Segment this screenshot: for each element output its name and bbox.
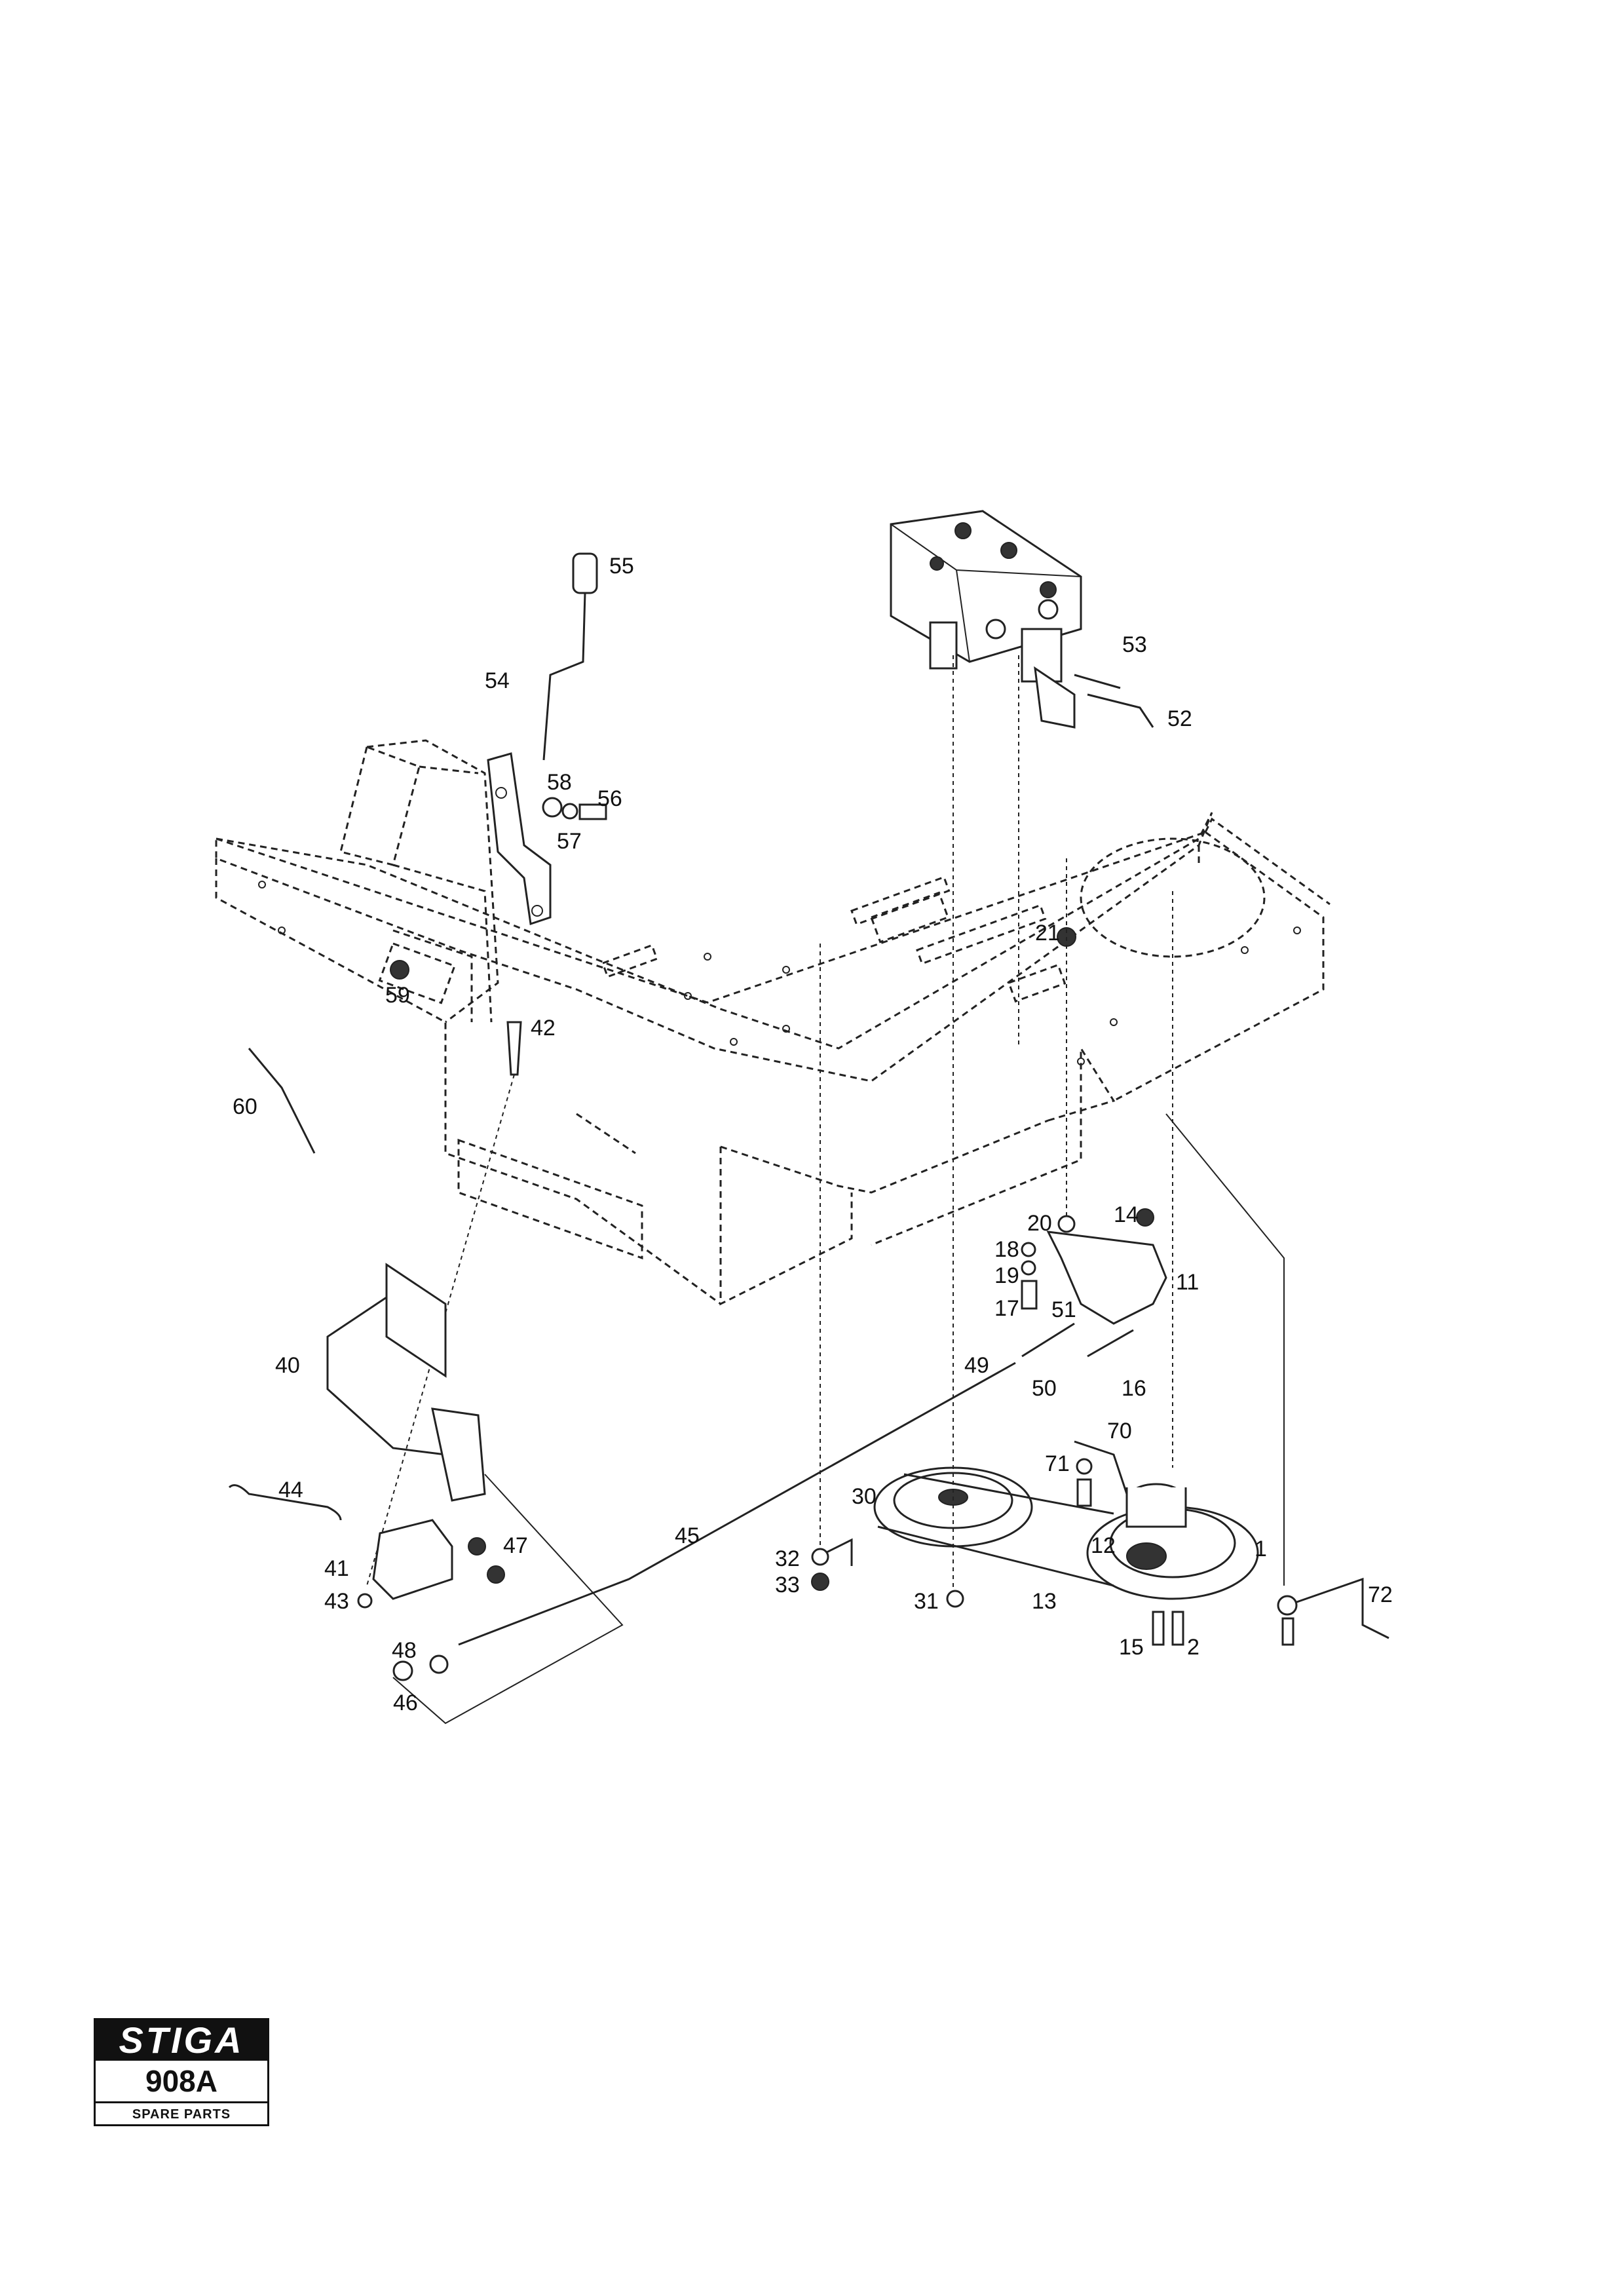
callout-labels: 72 55 54 58 56 57 59 42 60 40 44 47 41 4… [233, 554, 1393, 1715]
callout-label-40: 40 [275, 1353, 300, 1378]
washer-19 [1021, 1260, 1036, 1276]
nut-58 [542, 797, 563, 818]
callout-label-52: 52 [1167, 706, 1192, 731]
callout-label-50: 50 [1032, 1376, 1057, 1401]
bracket-72 [1287, 1577, 1389, 1639]
screw-15 [1152, 1611, 1165, 1646]
callout-label-21: 21 [1035, 921, 1060, 945]
callout-label-48: 48 [392, 1638, 417, 1663]
shift-rod [1087, 693, 1154, 728]
screw-2 [1171, 1611, 1184, 1646]
nut-43 [357, 1593, 373, 1609]
nut-59 [390, 960, 409, 980]
rod-45 [458, 1362, 1016, 1646]
transmission [890, 510, 1082, 729]
nut-33 [811, 1573, 829, 1591]
callout-label-12: 12 [1091, 1533, 1116, 1558]
callout-label-15: 15 [1119, 1635, 1144, 1660]
callout-label-55: 55 [609, 554, 634, 579]
callout-label-42: 42 [531, 1016, 556, 1041]
callout-label-14: 14 [1114, 1202, 1139, 1227]
callout-label-20: 20 [1027, 1211, 1052, 1236]
model-number: 908A [96, 2061, 267, 2103]
washer-72 [1277, 1595, 1298, 1616]
callout-label-54: 54 [485, 668, 510, 693]
callout-label-33: 33 [775, 1573, 800, 1597]
chassis-frame [215, 739, 1331, 1306]
callout-label-70: 70 [1107, 1419, 1132, 1443]
lever-assembly [487, 552, 598, 925]
cotter-pin [1074, 674, 1121, 689]
callout-label-1: 1 [1255, 1537, 1267, 1561]
callout-label-46: 46 [393, 1690, 418, 1715]
bracket-32 [825, 1538, 853, 1566]
washer-48 [429, 1654, 449, 1674]
nut-31 [946, 1590, 964, 1608]
callout-label-47: 47 [503, 1533, 528, 1558]
bolt-56 [578, 803, 607, 820]
nut-46 [392, 1660, 413, 1681]
bolt-42 [506, 1021, 522, 1076]
callout-label-30: 30 [852, 1484, 877, 1509]
washer-18 [1021, 1242, 1036, 1257]
bracket-70 [1074, 1440, 1128, 1495]
callout-label-18: 18 [994, 1237, 1019, 1262]
nut-14 [1136, 1208, 1154, 1227]
callout-label-16: 16 [1122, 1376, 1146, 1401]
callout-label-58: 58 [547, 770, 572, 795]
bolt-71 [1076, 1478, 1092, 1507]
callout-label-43: 43 [324, 1589, 349, 1614]
callout-label-41: 41 [324, 1556, 349, 1581]
bolt-17 [1021, 1280, 1038, 1310]
callout-label-31: 31 [914, 1589, 939, 1614]
callout-label-45: 45 [675, 1523, 700, 1548]
spring-16 [1087, 1329, 1134, 1358]
bolt-72 [1281, 1617, 1294, 1646]
callout-label-53: 53 [1122, 632, 1147, 657]
spring-50 [1021, 1322, 1075, 1358]
pulley-assembly [873, 1466, 1259, 1600]
callout-label-72: 72 [1368, 1582, 1393, 1607]
brand-name: STIGA [96, 2020, 267, 2061]
callout-label-56: 56 [597, 786, 622, 811]
callout-label-19: 19 [994, 1263, 1019, 1288]
callout-label-44: 44 [278, 1478, 303, 1502]
washer-32 [811, 1548, 829, 1566]
spring-60 [248, 1048, 316, 1154]
washer-57 [561, 803, 578, 820]
callout-label-59: 59 [385, 983, 410, 1008]
stiga-logo: STIGA 908A SPARE PARTS [94, 2018, 269, 2126]
callout-label-13: 13 [1032, 1589, 1057, 1614]
callout-label-71: 71 [1045, 1451, 1070, 1476]
washer-20 [1057, 1215, 1076, 1233]
callout-label-51: 51 [1051, 1297, 1076, 1322]
callout-label-60: 60 [233, 1094, 257, 1119]
spring-44 [228, 1484, 342, 1521]
callout-label-17: 17 [994, 1296, 1019, 1321]
callout-label-32: 32 [775, 1546, 800, 1571]
callout-label-2: 2 [1187, 1635, 1199, 1660]
callout-label-49: 49 [964, 1353, 989, 1378]
callout-label-11: 11 [1176, 1270, 1199, 1295]
callout-label-57: 57 [557, 829, 582, 854]
pedal-assembly [326, 1263, 505, 1600]
washer-71 [1076, 1458, 1093, 1475]
idler-arm-11 [1046, 1231, 1167, 1325]
logo-subtitle: SPARE PARTS [132, 2107, 231, 2122]
